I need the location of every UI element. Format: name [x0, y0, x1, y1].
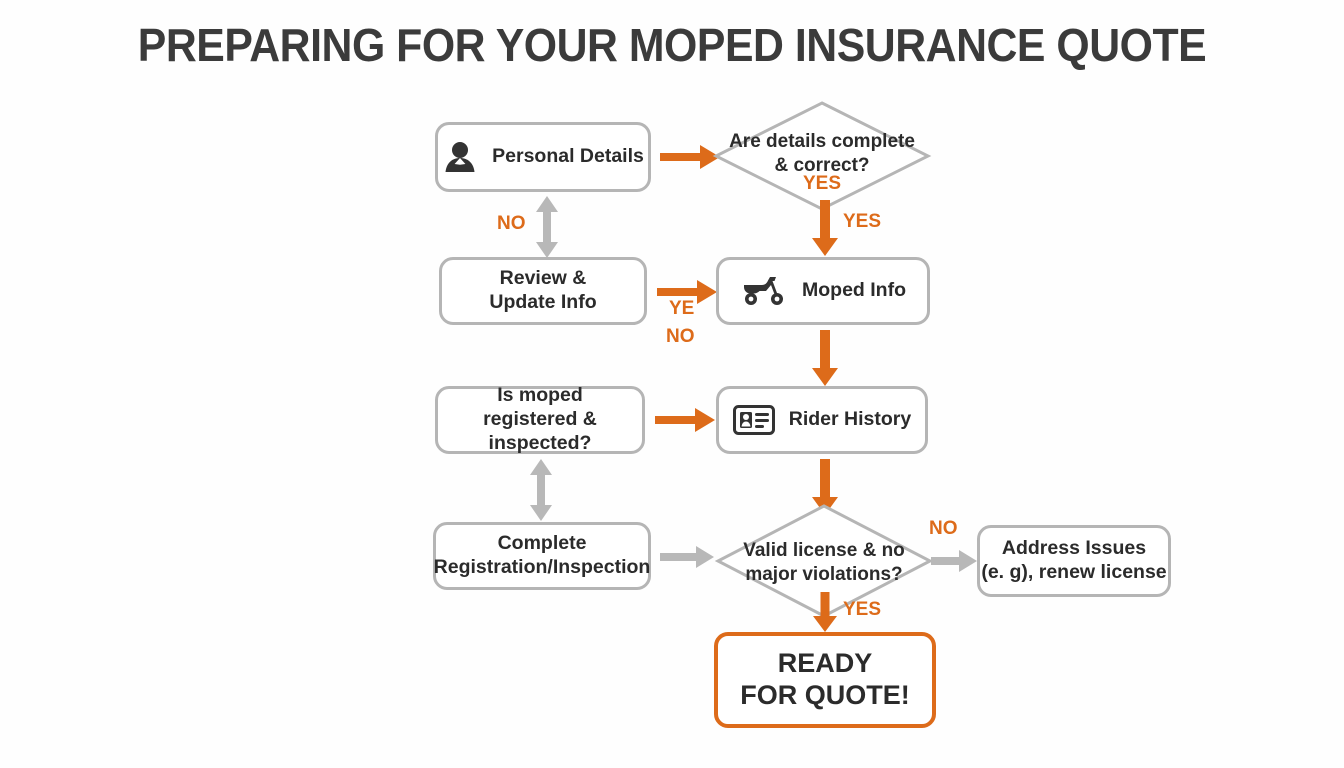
- node-label: READY FOR QUOTE!: [740, 648, 910, 712]
- node-moped-registered[interactable]: Is moped registered & inspected?: [435, 384, 645, 455]
- node-label-line1: Review &: [499, 267, 587, 290]
- edge-decision-to-moped: [812, 200, 838, 256]
- edge-label-no-3: NO: [929, 518, 958, 539]
- node-label-line1: Address Issues: [1001, 537, 1147, 560]
- edge-license-to-address: [931, 550, 977, 572]
- node-ready-for-quote[interactable]: READY FOR QUOTE!: [714, 632, 936, 728]
- node-label: Address Issues (e. g), renew license: [981, 537, 1166, 585]
- edge-personal-to-decision: [660, 145, 720, 169]
- node-label-line2: major violations?: [745, 563, 903, 585]
- node-label-line2: registered & inspected?: [483, 408, 597, 454]
- node-label: Review & Update Info: [489, 267, 596, 315]
- node-label: Rider History: [788, 408, 912, 431]
- node-label: Moped Info: [802, 279, 906, 302]
- edge-complete-to-license: [660, 546, 714, 568]
- page-title: PREPARING FOR YOUR MOPED INSURANCE QUOTE: [137, 19, 1207, 71]
- node-label-line2: FOR QUOTE!: [740, 680, 910, 710]
- node-address-issues[interactable]: Address Issues (e. g), renew license: [977, 525, 1171, 597]
- node-complete-registration[interactable]: Complete Registration/Inspection: [433, 522, 651, 590]
- node-label-line2: Registration/Inspection: [433, 556, 651, 578]
- edge-label-no-1: NO: [497, 213, 526, 234]
- decision-inner-yes-label: YES: [802, 173, 842, 194]
- edge-label-ye: YE: [669, 298, 695, 319]
- node-review-update[interactable]: Review & Update Info: [439, 257, 647, 325]
- node-label-line2: Update Info: [489, 291, 597, 313]
- node-moped-info[interactable]: Moped Info: [716, 257, 930, 325]
- edge-registered-to-rider: [655, 408, 715, 432]
- node-label-line1: Are details complete: [729, 131, 915, 152]
- node-valid-license[interactable]: Valid license & no major violations?: [714, 503, 934, 619]
- node-label: Is moped registered & inspected?: [438, 384, 642, 455]
- edge-label-no-2: NO: [666, 326, 695, 347]
- id-card-icon: [732, 404, 775, 436]
- edge-personal-to-review: [536, 196, 558, 258]
- edge-label-yes-1: YES: [843, 211, 882, 232]
- node-personal-details[interactable]: Personal Details: [435, 122, 651, 192]
- edge-moped-to-rider: [812, 330, 838, 386]
- node-label-line2: & correct?: [774, 154, 870, 176]
- node-label: Personal Details: [492, 145, 644, 168]
- node-label-line1: READY: [777, 648, 873, 679]
- node-label-line1: Complete: [497, 532, 587, 555]
- node-details-complete[interactable]: Are details complete & correct? YES: [712, 100, 932, 212]
- edge-label-yes-2: YES: [843, 599, 882, 620]
- node-label: Complete Registration/Inspection: [434, 532, 651, 580]
- node-label-line1: Valid license & no: [743, 540, 905, 561]
- node-label-line2: (e. g), renew license: [981, 561, 1167, 583]
- node-label-line1: Is moped: [497, 384, 583, 407]
- node-rider-history[interactable]: Rider History: [716, 386, 928, 454]
- edge-review-to-moped: [657, 280, 717, 304]
- person-icon: [442, 139, 478, 175]
- edge-rider-to-license: [812, 459, 838, 515]
- scooter-icon: [740, 274, 788, 308]
- edge-registered-to-complete: [530, 459, 552, 521]
- edge-license-to-ready: [813, 592, 837, 632]
